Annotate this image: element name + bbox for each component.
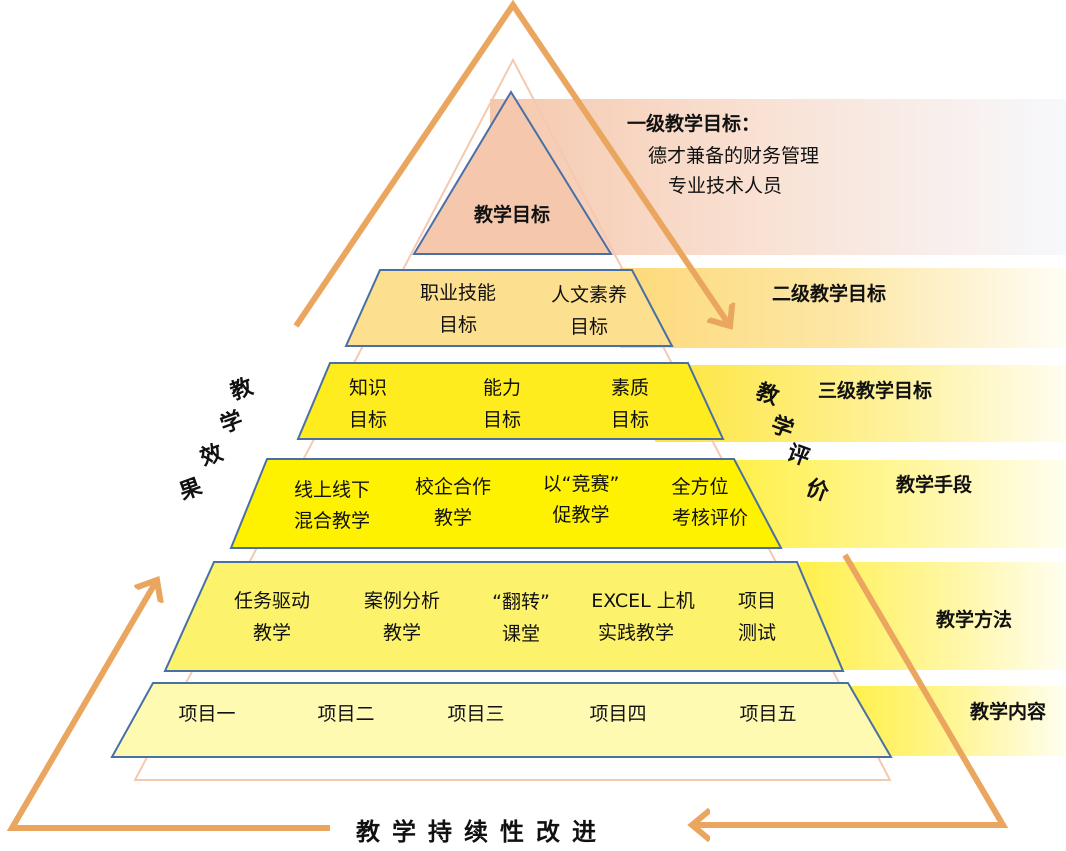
level3-item: 知识 [349, 377, 387, 399]
level5-item: 教学 [253, 622, 291, 644]
level4-item: 混合教学 [294, 510, 370, 532]
apex-label: 教学目标 [474, 203, 550, 226]
level4-item: 全方位 [671, 476, 728, 498]
level5-item: 实践教学 [598, 622, 674, 644]
level3-item: 素质 [611, 377, 649, 399]
level6-item: 项目五 [739, 703, 796, 725]
level5-title: 教学方法 [936, 608, 1012, 631]
level1-title: 一级教学目标： [627, 112, 760, 135]
level5-item: 教学 [383, 622, 421, 644]
teaching-effect-char: 学 [217, 406, 247, 438]
level6-item: 项目三 [447, 703, 504, 725]
level6-item: 项目一 [178, 703, 235, 725]
left-arrow [6, 580, 330, 831]
layer-1-triangle [412, 90, 613, 255]
layer-5 [163, 561, 845, 672]
teaching-effect-char: 效 [197, 439, 227, 471]
level6-item: 项目四 [589, 703, 646, 725]
level3-item: 能力 [483, 377, 521, 399]
level4-item: 校企合作 [415, 476, 491, 498]
level4-item: 教学 [434, 507, 472, 529]
level2-item: 目标 [570, 316, 608, 338]
band-level3 [655, 365, 1066, 442]
level5-item: 项目 [738, 590, 776, 612]
layer-3 [296, 362, 725, 440]
level5-item: EXCEL 上机 [591, 590, 695, 612]
level5-item: “翻转” [492, 591, 550, 613]
level3-item: 目标 [483, 409, 521, 431]
band-level2 [620, 268, 1066, 348]
level3-item: 目标 [611, 409, 649, 431]
level2-item: 目标 [439, 314, 477, 336]
band-level4 [735, 460, 1066, 548]
level5-item: 案例分析 [364, 590, 440, 612]
top-arrow [293, 0, 730, 326]
level3-item: 目标 [349, 409, 387, 431]
teaching-effect-char: 果 [176, 474, 205, 505]
continuous-improvement-title: 教学持续性改进 [356, 818, 608, 846]
level4-item: 考核评价 [672, 507, 748, 529]
level1-line: 德才兼备的财务管理 [648, 145, 819, 167]
level4-item: 线上线下 [294, 479, 370, 501]
layer-6 [110, 682, 893, 758]
level4-title: 教学手段 [896, 473, 973, 496]
right-arrow [692, 553, 1009, 825]
level4-item: 以“竞赛” [543, 473, 620, 495]
level5-item: 测试 [738, 622, 776, 644]
layer-2 [344, 269, 674, 347]
level2-item: 人文素养 [551, 284, 627, 306]
level2-item: 职业技能 [420, 282, 496, 304]
level5-item: 任务驱动 [234, 590, 310, 612]
level2-title: 二级教学目标 [772, 282, 886, 305]
level6-title: 教学内容 [970, 700, 1046, 723]
level3-title: 三级教学目标 [818, 379, 932, 402]
teaching-effect-char: 教 [227, 373, 258, 405]
level4-item: 促教学 [552, 504, 609, 526]
layer-4 [229, 458, 783, 549]
level6-item: 项目二 [317, 703, 374, 725]
band-level5 [800, 562, 1066, 670]
level5-item: 课堂 [502, 623, 540, 645]
level1-line: 专业技术人员 [668, 175, 782, 197]
